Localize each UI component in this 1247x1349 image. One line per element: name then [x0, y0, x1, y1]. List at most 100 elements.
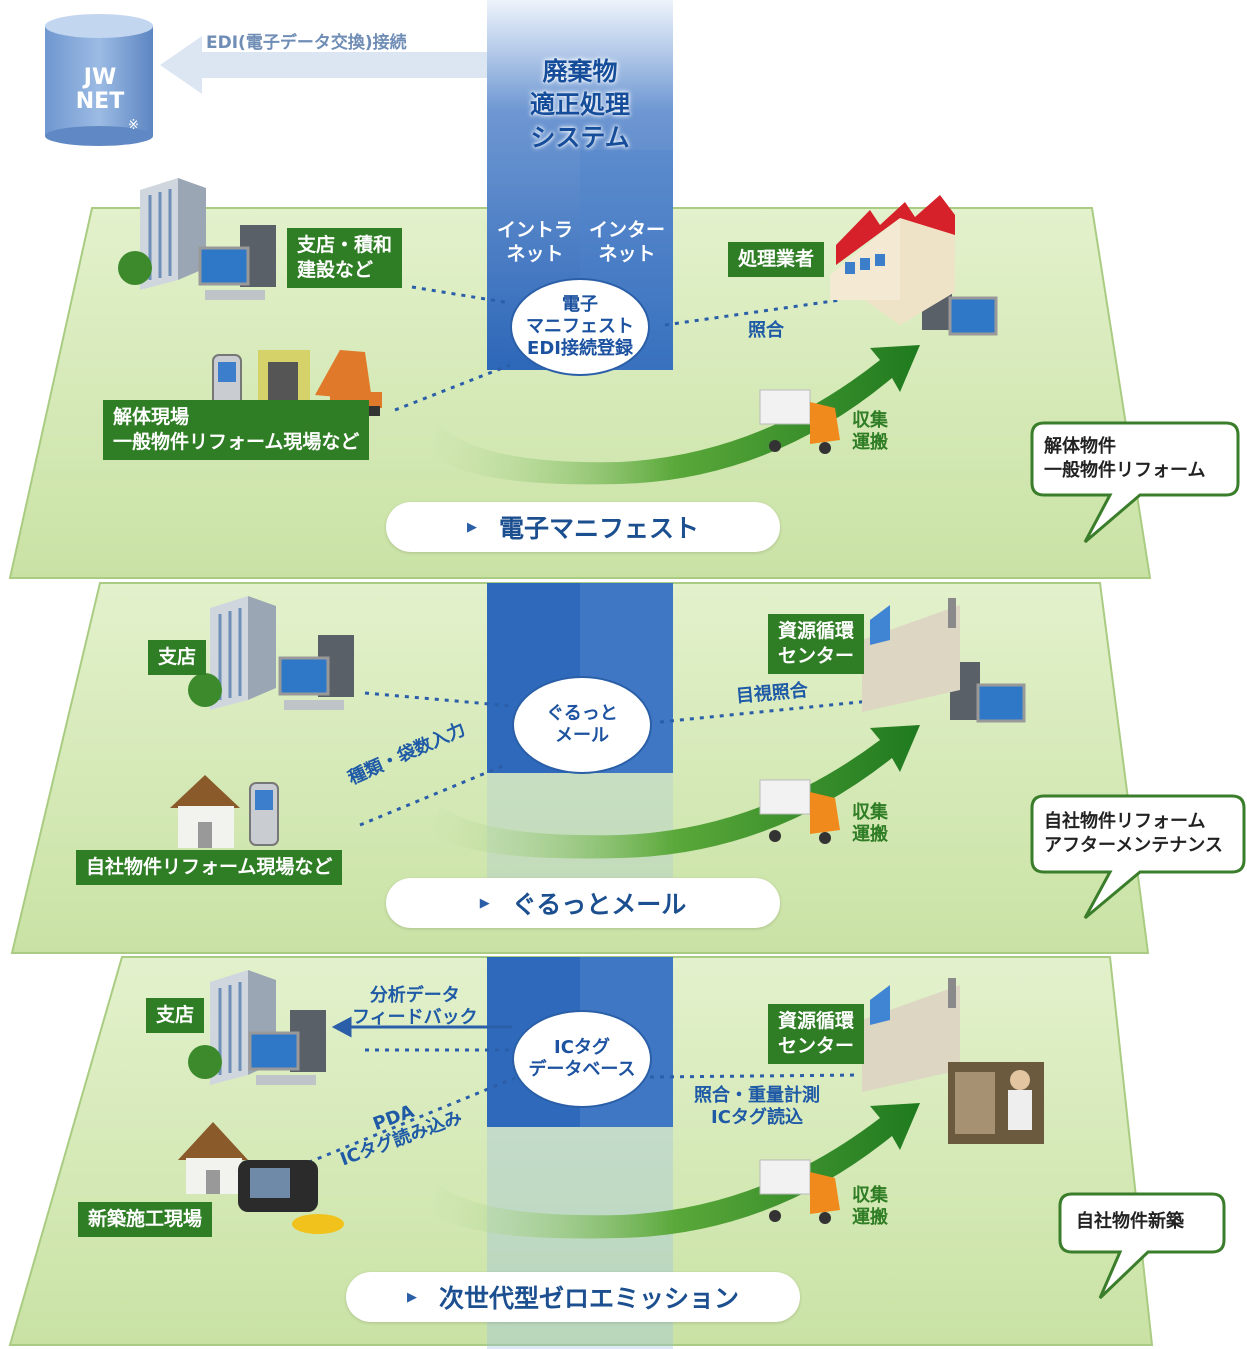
layer3-center-line1: 資源循環 — [778, 1010, 855, 1032]
recycling-center-icon-2 — [862, 978, 960, 1092]
layer3-transport-line1: 収集 — [852, 1185, 888, 1206]
layer3-match-line2: ICタグ読込 — [711, 1107, 803, 1128]
speech-bubble-3 — [1058, 1192, 1226, 1300]
layer1-oval-line2: マニフェスト — [526, 316, 634, 337]
layer3-oval-line2: データベース — [528, 1059, 636, 1080]
intranet-line1: イントラ — [496, 219, 573, 241]
layer1-oval-line1: 電子 — [562, 294, 598, 315]
layer1-transport-line2: 運搬 — [852, 432, 888, 453]
layer2-center-line2: センター — [778, 645, 855, 667]
layer1-branch-line1: 支店・積和 — [297, 234, 393, 256]
layer3-pill-button[interactable]: ▶ 次世代型ゼロエミッション — [346, 1272, 800, 1322]
layer1-oval: 電子 マニフェスト EDI接続登録 — [510, 278, 650, 376]
system-title-line2: 適正処理 — [529, 90, 630, 119]
layer3-feedback-label: 分析データ フィードバック — [352, 985, 478, 1029]
feedback-arrow — [331, 1016, 512, 1038]
layer3-oval: ICタグ データベース — [512, 1010, 652, 1108]
layer2-bubble-line2: アフターメンテナンス — [1044, 835, 1223, 856]
jwnet-line1: JW — [83, 65, 117, 90]
house-icon-2 — [178, 1122, 248, 1194]
layer2-bubble-line1: 自社物件リフォーム — [1044, 811, 1206, 832]
jwnet-database — [45, 14, 153, 146]
layer3-site-label: 新築施工現場 — [78, 1202, 213, 1237]
layer2-site-label: 自社物件リフォーム現場など — [76, 850, 343, 885]
system-title-line1: 廃棄物 — [542, 57, 618, 86]
layer2-center-label: 資源循環 センター — [768, 614, 865, 674]
pda-device-icon — [238, 1160, 344, 1234]
internet-line2: ネット — [598, 243, 656, 265]
edi-arrow — [160, 36, 487, 94]
layer3-center-line2: センター — [778, 1035, 855, 1057]
intranet-label: イントラ ネット — [489, 218, 581, 266]
layer1-match-label: 照合 — [748, 320, 784, 341]
internet-label: インター ネット — [581, 218, 673, 266]
computer-icon-2 — [278, 635, 354, 710]
computer-icon-3 — [248, 1010, 326, 1085]
layer3-bubble-text: 自社物件新築 — [1076, 1211, 1184, 1232]
truck-icon-3 — [759, 1159, 840, 1224]
layer1-site-line2: 一般物件リフォーム現場など — [113, 431, 360, 453]
speech-bubble-1 — [1030, 421, 1240, 544]
layer3-feedback-line1: 分析データ — [369, 985, 460, 1006]
layer1-transport-line1: 収集 — [852, 410, 888, 431]
layer1-pill-button[interactable]: ▶ 電子マニフェスト — [386, 502, 780, 552]
jwnet-label: JW NET — [60, 66, 140, 114]
layer2-transport-line2: 運搬 — [852, 824, 888, 845]
house-icon-1 — [170, 775, 240, 848]
system-title-line3: システム — [530, 123, 630, 152]
layer2-pill-button[interactable]: ▶ ぐるっとメール — [386, 878, 780, 928]
layer1-branch-line2: 建設など — [297, 259, 374, 281]
layer2-transport-line1: 収集 — [852, 802, 888, 823]
processor-factory-icon — [830, 195, 955, 325]
play-icon: ▶ — [406, 1289, 417, 1305]
layer2-oval: ぐるっと メール — [512, 676, 652, 774]
layer1-bubble-line2: 一般物件リフォーム — [1044, 460, 1206, 481]
layer1-bubble-text: 解体物件 一般物件リフォーム — [1044, 435, 1205, 483]
layer1-oval-line3: EDI接続登録 — [527, 338, 633, 359]
jwnet-line2: NET — [75, 89, 125, 114]
layer2-pill-label: ぐるっとメール — [511, 890, 687, 919]
layer1-processor-label: 処理業者 — [728, 242, 825, 277]
recycling-center-icon-1 — [862, 598, 960, 712]
internet-line1: インター — [588, 219, 665, 241]
layer3-feedback-line2: フィードバック — [352, 1007, 478, 1028]
layer3-pill-label: 次世代型ゼロエミッション — [438, 1284, 739, 1313]
edi-label: EDI(電子データ交換)接続 — [206, 33, 407, 53]
layer1-transport-label: 収集 運搬 — [852, 410, 888, 454]
computer-icon-1 — [198, 225, 276, 300]
speech-bubble-2 — [1030, 794, 1246, 920]
play-icon: ▶ — [466, 519, 477, 535]
layer1-branch-label: 支店・積和 建設など — [287, 228, 403, 288]
layer1-pill-label: 電子マニフェスト — [498, 514, 699, 543]
layer2-branch-label: 支店 — [148, 640, 207, 675]
truck-icon-2 — [759, 779, 840, 844]
layer1-site-label: 解体現場 一般物件リフォーム現場など — [103, 400, 370, 460]
layer3-match-label: 照合・重量計測 ICタグ読込 — [694, 1085, 820, 1129]
layer2-transport-label: 収集 運搬 — [852, 802, 888, 846]
office-building-icon-2 — [188, 596, 276, 710]
layer3-match-line1: 照合・重量計測 — [694, 1085, 820, 1106]
play-icon: ▶ — [479, 895, 490, 911]
intranet-line2: ネット — [506, 243, 564, 265]
platform-1 — [8, 207, 1152, 579]
layer1-site-line1: 解体現場 — [113, 406, 190, 428]
layer1-bubble-line1: 解体物件 — [1044, 436, 1116, 457]
jwnet-mark: ※ — [128, 118, 139, 133]
layer3-transport-label: 収集 運搬 — [852, 1185, 888, 1229]
layer2-oval-line1: ぐるっと — [546, 703, 618, 724]
worker-photo-icon — [948, 1062, 1044, 1144]
truck-icon-1 — [759, 389, 840, 454]
layer2-center-line1: 資源循環 — [778, 620, 855, 642]
layer3-transport-line2: 運搬 — [852, 1207, 888, 1228]
system-title: 廃棄物 適正処理 システム — [487, 55, 673, 154]
layer3-center-label: 資源循環 センター — [768, 1004, 865, 1064]
layer2-bubble-text: 自社物件リフォーム アフターメンテナンス — [1044, 810, 1223, 858]
layer3-branch-label: 支店 — [146, 998, 205, 1033]
layer2-oval-line2: メール — [555, 725, 609, 746]
transport-arrow-3 — [430, 1103, 920, 1239]
layer3-oval-line1: ICタグ — [554, 1037, 610, 1058]
transport-arrow-2 — [430, 725, 920, 859]
mobile-phone-icon-2 — [249, 782, 279, 846]
